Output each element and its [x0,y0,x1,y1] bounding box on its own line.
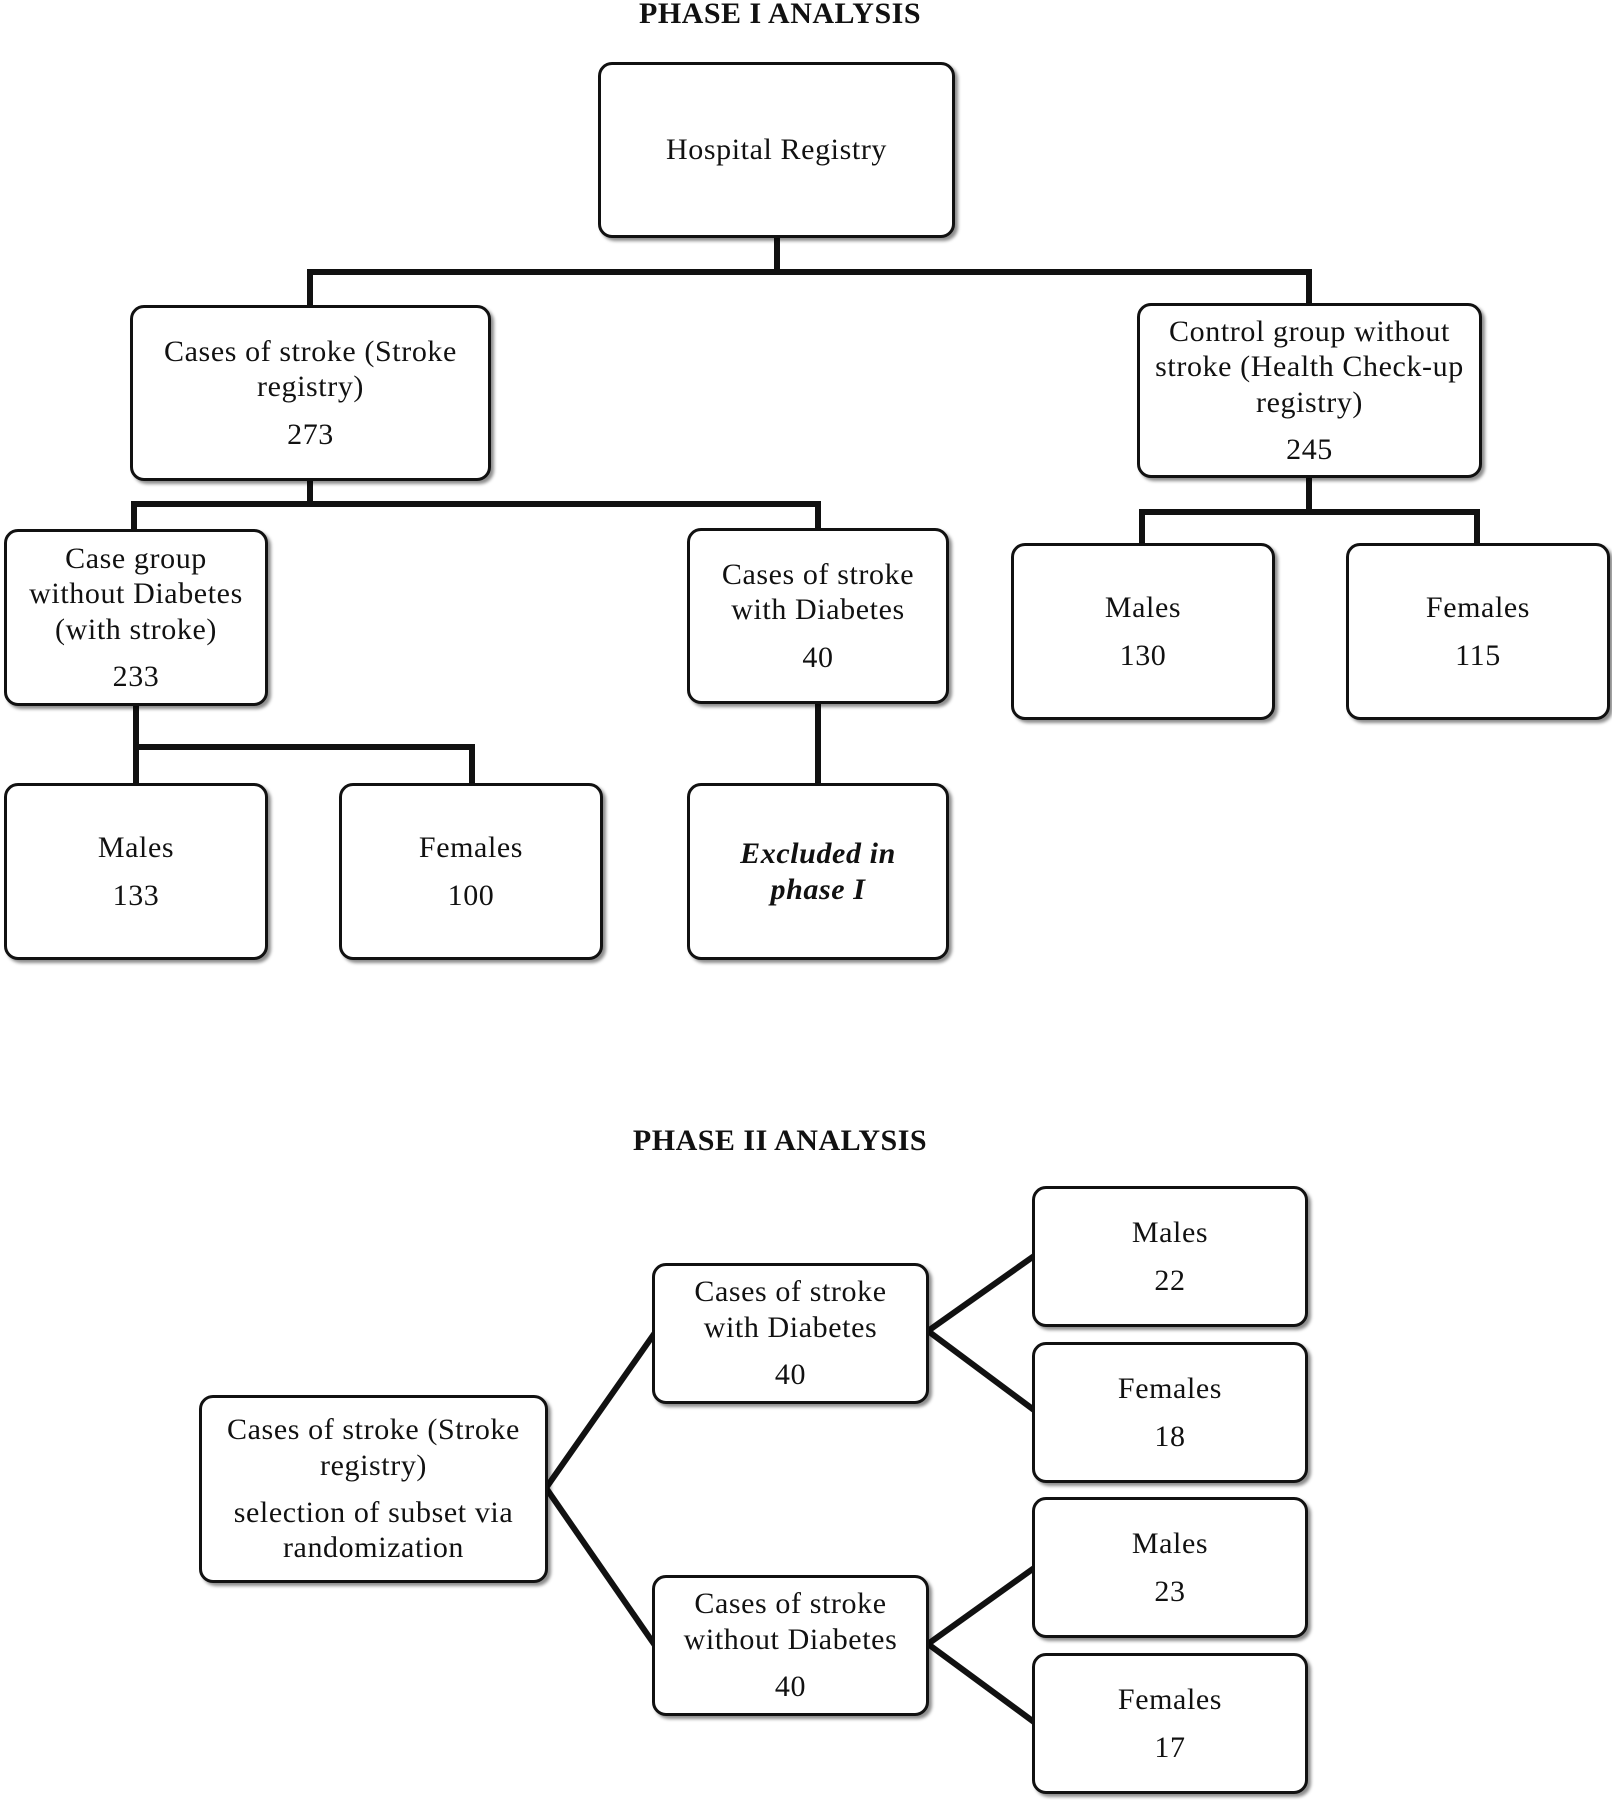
phase2-nd-females-label: Females [1117,1683,1223,1717]
nodiabetes-males-box: Males 133 [4,783,268,960]
phase2-wd-males-count: 22 [1154,1263,1186,1297]
nodiabetes-females-label: Females [418,831,524,865]
phase2-nd-females-box: Females 17 [1032,1653,1308,1794]
case-group-no-diabetes-label: Case group without Diabetes (with stroke… [29,541,243,646]
phase2-wd-females-count: 18 [1154,1419,1186,1453]
phase2-nd-males-count: 23 [1154,1574,1186,1608]
phase2-root-sublabel: selection of subset via randomization [233,1496,514,1565]
case-group-no-diabetes-box: Case group without Diabetes (with stroke… [4,529,268,706]
connector-nd-females [923,1639,1039,1727]
phase2-wd-males-label: Males [1131,1216,1209,1250]
connector-root-withdiabetes [541,1329,659,1493]
nodiabetes-females-count: 100 [447,878,495,912]
nodiabetes-females-box: Females 100 [339,783,603,960]
connector-root-withoutdiabetes [541,1483,659,1649]
stroke-with-diabetes-label: Cases of stroke with Diabetes [721,557,915,627]
connector-hospital-branches [307,233,780,309]
stroke-with-diabetes-box: Cases of stroke with Diabetes 40 [687,528,949,704]
control-males-label: Males [1104,591,1182,625]
connector-control-branches [1139,473,1312,547]
phase2-title: PHASE II ANALYSIS [632,1124,928,1157]
excluded-phase1-box: Excluded in phase I [687,783,949,960]
stroke-cases-box: Cases of stroke (Stroke registry) 273 [130,305,491,481]
phase2-wd-females-box: Females 18 [1032,1342,1308,1483]
control-males-count: 130 [1119,638,1167,672]
phase2-without-diabetes-count: 40 [774,1670,807,1704]
phase2-without-diabetes-label: Cases of stroke without Diabetes [683,1587,898,1656]
phase2-nd-males-box: Males 23 [1032,1497,1308,1638]
nodiabetes-males-count: 133 [112,878,160,912]
nodiabetes-males-label: Males [97,831,175,865]
phase2-without-diabetes-box: Cases of stroke without Diabetes 40 [652,1575,929,1716]
phase2-nd-females-count: 17 [1154,1730,1186,1764]
phase2-wd-females-label: Females [1117,1372,1223,1406]
hospital-registry-label: Hospital Registry [665,133,888,167]
connector-wd-males [923,1251,1039,1336]
stroke-with-diabetes-count: 40 [802,640,834,674]
phase2-wd-males-box: Males 22 [1032,1186,1308,1327]
phase2-with-diabetes-box: Cases of stroke with Diabetes 40 [652,1263,929,1404]
stroke-cases-count: 273 [287,417,334,451]
phase2-root-box: Cases of stroke (Stroke registry) select… [199,1395,548,1583]
connector-nodiabetes-branches [133,701,475,787]
control-females-label: Females [1425,591,1531,625]
phase2-nd-males-label: Males [1131,1527,1209,1561]
control-group-count: 245 [1286,432,1333,466]
excluded-phase1-label: Excluded in phase I [740,837,896,906]
connector-stroke-diabetes [307,501,821,532]
case-group-no-diabetes-count: 233 [112,659,160,693]
phase1-title: PHASE I ANALYSIS [639,0,921,30]
connector-nd-males [923,1563,1039,1649]
stroke-cases-label: Cases of stroke (Stroke registry) [164,334,457,404]
hospital-registry-box: Hospital Registry [598,62,955,238]
phase2-with-diabetes-count: 40 [774,1358,807,1392]
connector-control-females [1306,509,1480,547]
connector-hospital-control [774,269,1312,307]
connector-wd-females [923,1326,1039,1415]
control-males-box: Males 130 [1011,543,1275,720]
phase2-with-diabetes-label: Cases of stroke with Diabetes [694,1275,887,1344]
phase2-root-label: Cases of stroke (Stroke registry) [227,1413,520,1482]
connector-stroke-branches [131,476,313,533]
control-group-label: Control group without stroke (Health Che… [1155,314,1464,419]
control-females-count: 115 [1455,638,1501,672]
control-group-box: Control group without stroke (Health Che… [1137,303,1482,478]
control-females-box: Females 115 [1346,543,1610,720]
